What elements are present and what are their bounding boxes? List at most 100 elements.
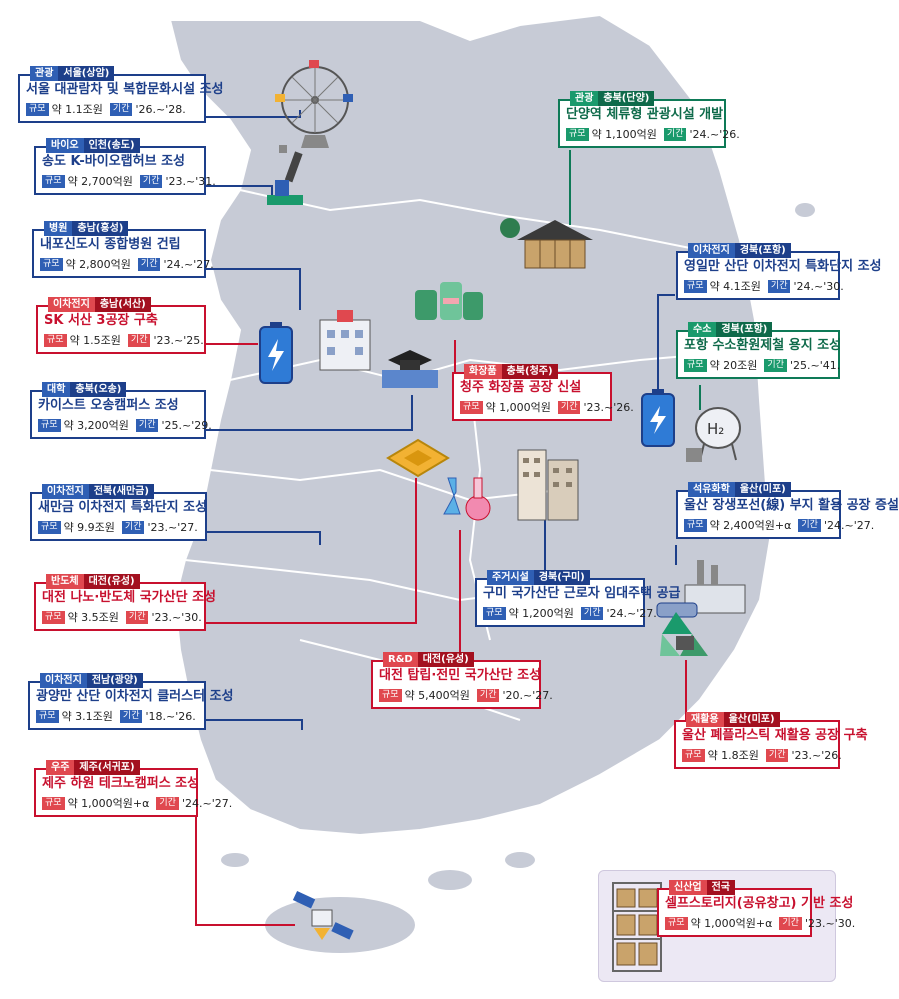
period-chip: 기간 — [767, 279, 791, 293]
region-tag: 충북(단양) — [598, 91, 655, 106]
scale-value: 약 2,800억원 — [65, 258, 131, 271]
connector-naepo — [205, 268, 301, 310]
scale-value: 약 3.1조원 — [61, 710, 113, 723]
period-value: '24.~'26. — [689, 127, 740, 141]
period-value: '24.~'27. — [606, 606, 657, 620]
scale-chip: 규모 — [36, 709, 59, 723]
period-value: '18.~'26. — [145, 709, 196, 723]
period-chip: 기간 — [798, 518, 821, 532]
island-3 — [221, 853, 249, 867]
scale-chip: 규모 — [379, 688, 402, 702]
period-value: '23.~'26. — [583, 400, 634, 414]
connector-saemangeum — [205, 531, 321, 545]
region-tag: 전국 — [706, 880, 736, 895]
connector-seoul — [205, 110, 301, 118]
project-title: 울산 장생포선(線) 부지 활용 공장 증설 — [684, 498, 899, 513]
sector-tag: 관광 — [570, 91, 599, 106]
period-chip: 기간 — [139, 174, 163, 188]
scale-value: 약 1.5조원 — [69, 334, 121, 347]
sector-tag: 주거시설 — [487, 570, 534, 585]
scale-chip: 규모 — [460, 400, 483, 414]
project-title: 영일만 산단 이차전지 특화단지 조성 — [684, 259, 882, 274]
period-value: '24.~'30. — [793, 279, 844, 293]
period-chip: 기간 — [125, 610, 149, 624]
scale-value: 약 4.1조원 — [709, 280, 761, 293]
period-value: '23.~'25. — [153, 333, 204, 347]
period-value: '20.~'27. — [502, 688, 553, 702]
period-value: '24.~'27. — [181, 796, 233, 810]
sector-tag: 우주 — [46, 760, 75, 775]
period-chip: 기간 — [557, 400, 581, 414]
sector-tag: 이차전지 — [688, 243, 735, 258]
island-1 — [428, 870, 472, 890]
project-title: 셀프스토리지(공유창고) 기반 조성 — [665, 896, 854, 911]
sector-tag: 대학 — [42, 382, 71, 397]
hanok-station-icon — [500, 218, 593, 269]
region-tag: 인천(송도) — [83, 138, 140, 153]
scale-chip: 규모 — [566, 127, 589, 141]
period-chip: 기간 — [765, 748, 789, 762]
scale-chip: 규모 — [684, 518, 707, 532]
period-chip: 기간 — [156, 796, 179, 810]
storage-shelf-icon — [612, 882, 662, 972]
period-value: '25.~'41. — [789, 358, 841, 372]
connector-kaist — [205, 395, 413, 431]
scale-chip: 규모 — [684, 358, 707, 372]
scale-chip: 규모 — [684, 279, 707, 293]
scale-chip: 규모 — [42, 174, 65, 188]
factory-train-icon — [656, 560, 746, 618]
scale-value: 약 3.5조원 — [67, 611, 119, 624]
period-chip: 기간 — [121, 520, 145, 534]
period-chip: 기간 — [764, 358, 787, 372]
period-value: '23.~'30. — [151, 610, 202, 624]
scale-chip: 규모 — [38, 418, 61, 432]
scale-chip: 규모 — [682, 748, 705, 762]
scale-value: 약 9.9조원 — [63, 521, 115, 534]
sector-tag: 병원 — [44, 221, 73, 236]
sector-tag: 재활용 — [686, 712, 724, 727]
scale-chip: 규모 — [38, 520, 61, 534]
map-svg: H₂ — [168, 13, 815, 953]
graduation-cap-icon — [382, 350, 438, 388]
island-2 — [505, 852, 535, 868]
period-chip: 기간 — [580, 606, 604, 620]
scale-value: 약 1,000억원 — [485, 401, 551, 414]
svg-text:H₂: H₂ — [707, 420, 724, 438]
sector-tag: 석유화학 — [688, 482, 735, 497]
region-tag: 서울(상암) — [58, 66, 115, 81]
sector-tag: 관광 — [30, 66, 59, 81]
project-title: 포항 수소환원제철 용지 조성 — [684, 338, 842, 353]
period-value: '26.~'28. — [135, 102, 186, 116]
period-chip: 기간 — [137, 257, 161, 271]
project-title: 대전 나노·반도체 국가산단 조성 — [42, 590, 216, 605]
project-title: 카이스트 오송캠퍼스 조성 — [38, 398, 179, 413]
